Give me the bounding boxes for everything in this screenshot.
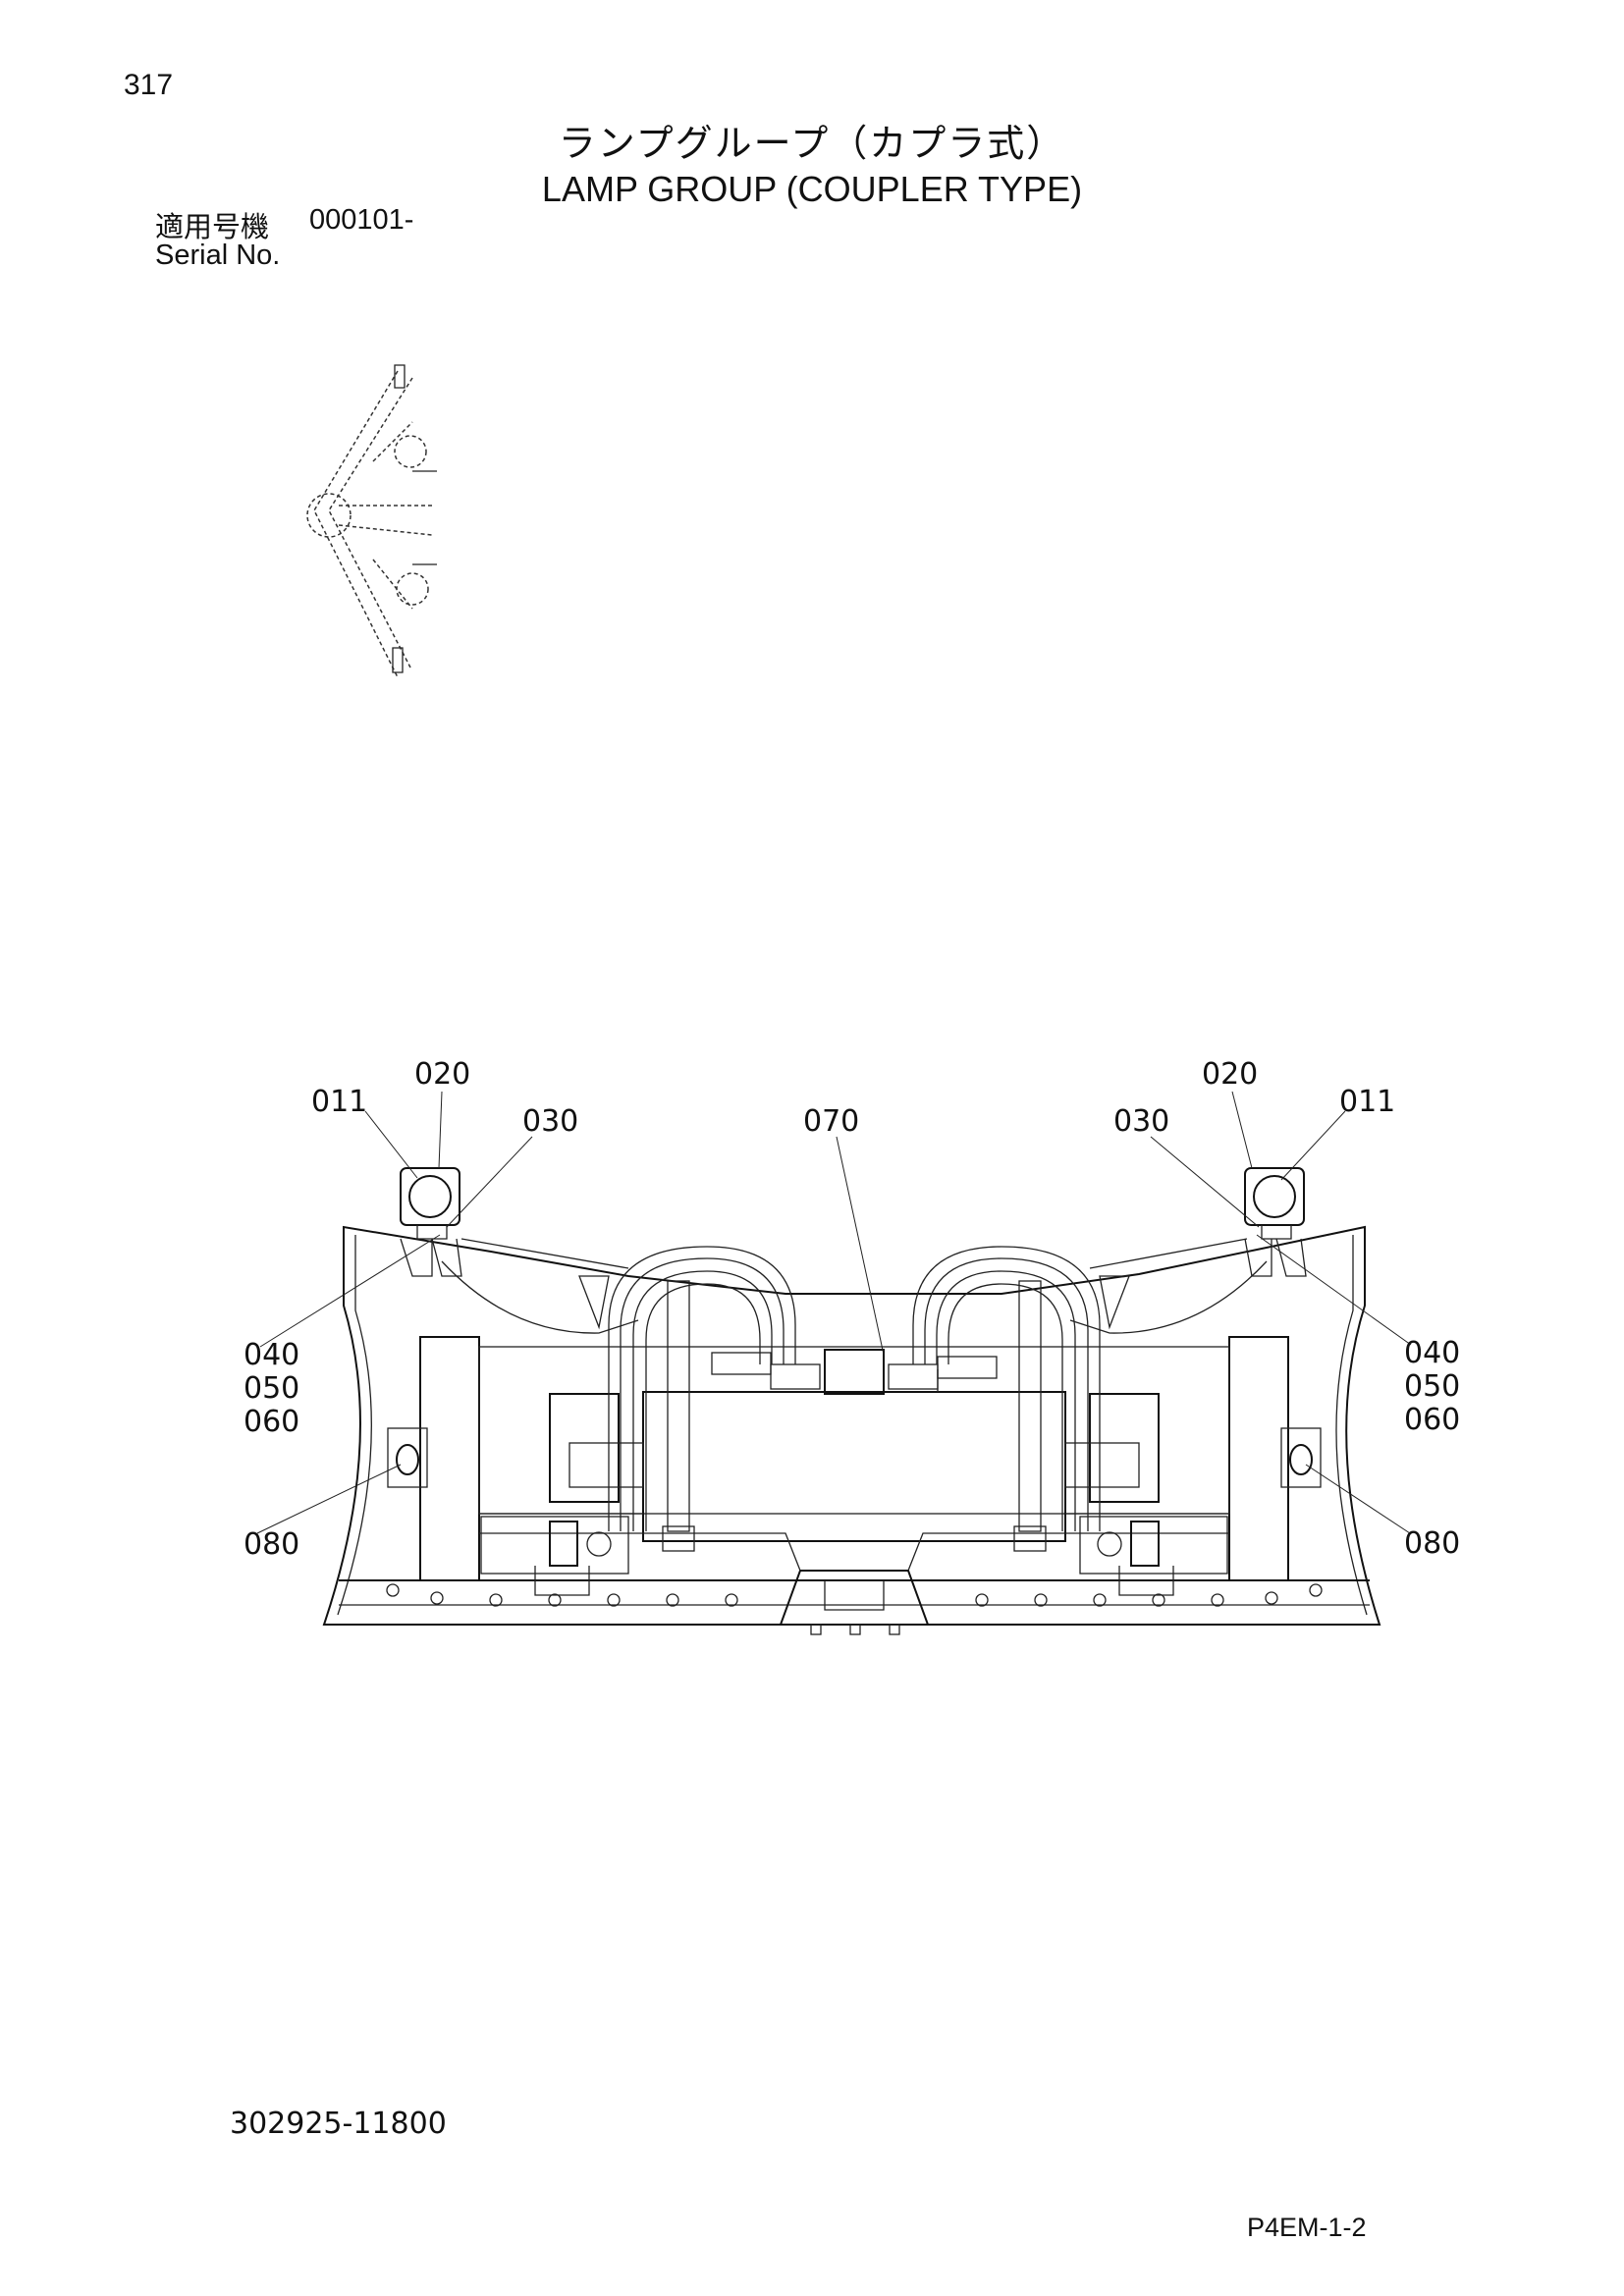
callout-060-right: 060	[1404, 1403, 1460, 1437]
document-number: 302925-11800	[230, 2107, 447, 2141]
callout-011-right: 011	[1339, 1085, 1395, 1119]
callout-020-left: 020	[414, 1057, 470, 1092]
callout-030-left: 030	[522, 1104, 578, 1139]
serial-label-japanese: 適用号機	[155, 210, 270, 243]
locator-view	[306, 364, 437, 678]
page-number: 317	[124, 69, 174, 101]
title-japanese: ランプグループ（カプラ式）	[558, 122, 1066, 165]
callout-070: 070	[803, 1104, 859, 1139]
work-lamp-left	[400, 1167, 462, 1277]
callout-050-left: 050	[244, 1371, 299, 1406]
callout-040-right: 040	[1404, 1336, 1460, 1370]
callout-050-right: 050	[1404, 1369, 1460, 1404]
callout-030-right: 030	[1113, 1104, 1169, 1139]
callout-011-left: 011	[311, 1085, 367, 1119]
callout-080-left: 080	[244, 1527, 299, 1562]
blade-assembly	[322, 1225, 1381, 1635]
work-lamp-right	[1244, 1167, 1307, 1277]
title-english: LAMP GROUP (COUPLER TYPE)	[541, 169, 1083, 209]
callout-040-left: 040	[244, 1338, 299, 1372]
leader-lines	[256, 1091, 1412, 1534]
serial-number-value: 000101-	[309, 204, 414, 236]
callout-060-left: 060	[244, 1405, 299, 1439]
callout-080-right: 080	[1404, 1526, 1460, 1561]
reference-code: P4EM-1-2	[1247, 2213, 1367, 2242]
bolt-row	[386, 1583, 1323, 1607]
serial-label-english: Serial No.	[155, 240, 281, 271]
callout-020-right: 020	[1202, 1057, 1258, 1092]
